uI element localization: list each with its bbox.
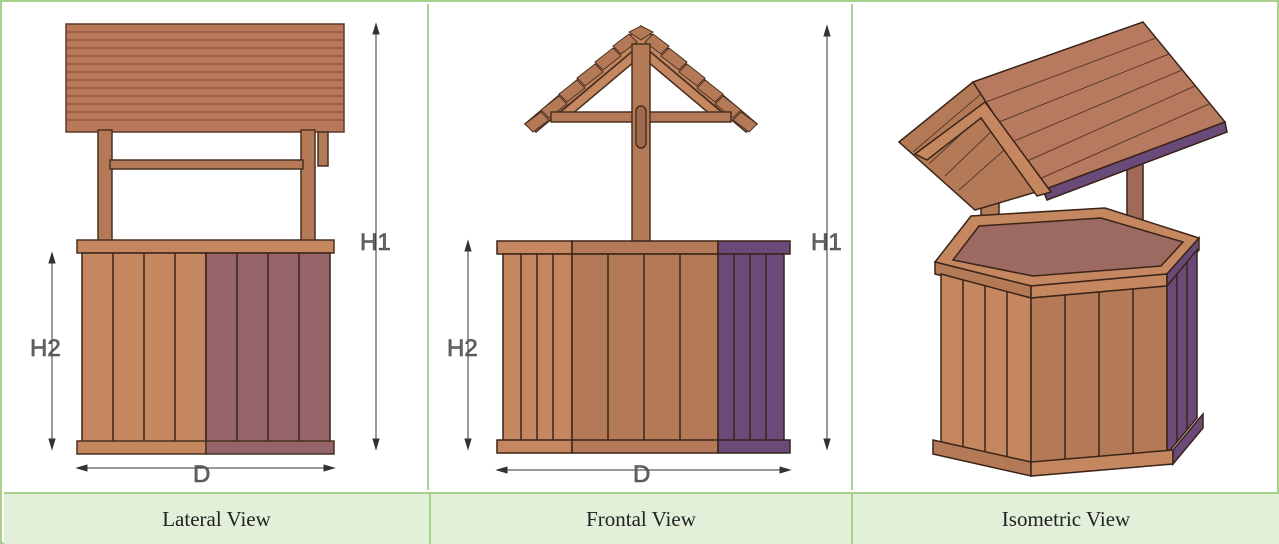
- lateral-view-caption: Lateral View: [4, 494, 431, 544]
- frontal-view-cell: H1 H2 D: [431, 4, 853, 490]
- frontal-h1-label: H1: [811, 229, 842, 256]
- frontal-h2-label: H2: [447, 335, 478, 362]
- lateral-d-label: D: [193, 461, 210, 488]
- frontal-dimension-lines: [464, 24, 831, 474]
- lateral-dimension-lines: [48, 22, 380, 472]
- lateral-roof: [65, 23, 345, 133]
- lateral-view-drawing: H1 H2 D: [30, 22, 391, 488]
- frontal-post: [631, 43, 651, 245]
- frontal-body: [502, 253, 785, 444]
- frontal-d-label: D: [633, 461, 650, 488]
- frontal-bottom-rim: [496, 439, 791, 454]
- isometric-top-rim: [933, 207, 1201, 299]
- lateral-top-rim: [76, 239, 335, 254]
- isometric-bottom-rim: [932, 411, 1204, 477]
- caption-row: Lateral View Frontal View Isometric View: [4, 492, 1279, 544]
- isometric-view-cell: [855, 4, 1279, 490]
- lateral-posts: [97, 129, 329, 243]
- isometric-roof: [897, 21, 1228, 211]
- isometric-view-drawing: [897, 21, 1228, 477]
- lateral-bottom-rim: [76, 440, 335, 455]
- isometric-body: [940, 247, 1198, 467]
- frontal-top-rim: [496, 240, 791, 255]
- frontal-view-drawing: H1 H2 D: [447, 24, 842, 488]
- lateral-h1-label: H1: [360, 229, 391, 256]
- frontal-view-caption: Frontal View: [431, 494, 853, 544]
- isometric-view-caption: Isometric View: [1001, 507, 1131, 531]
- lateral-view-cell: H1 H2 D: [4, 4, 429, 490]
- lateral-body: [81, 252, 331, 444]
- lateral-h2-label: H2: [30, 335, 61, 362]
